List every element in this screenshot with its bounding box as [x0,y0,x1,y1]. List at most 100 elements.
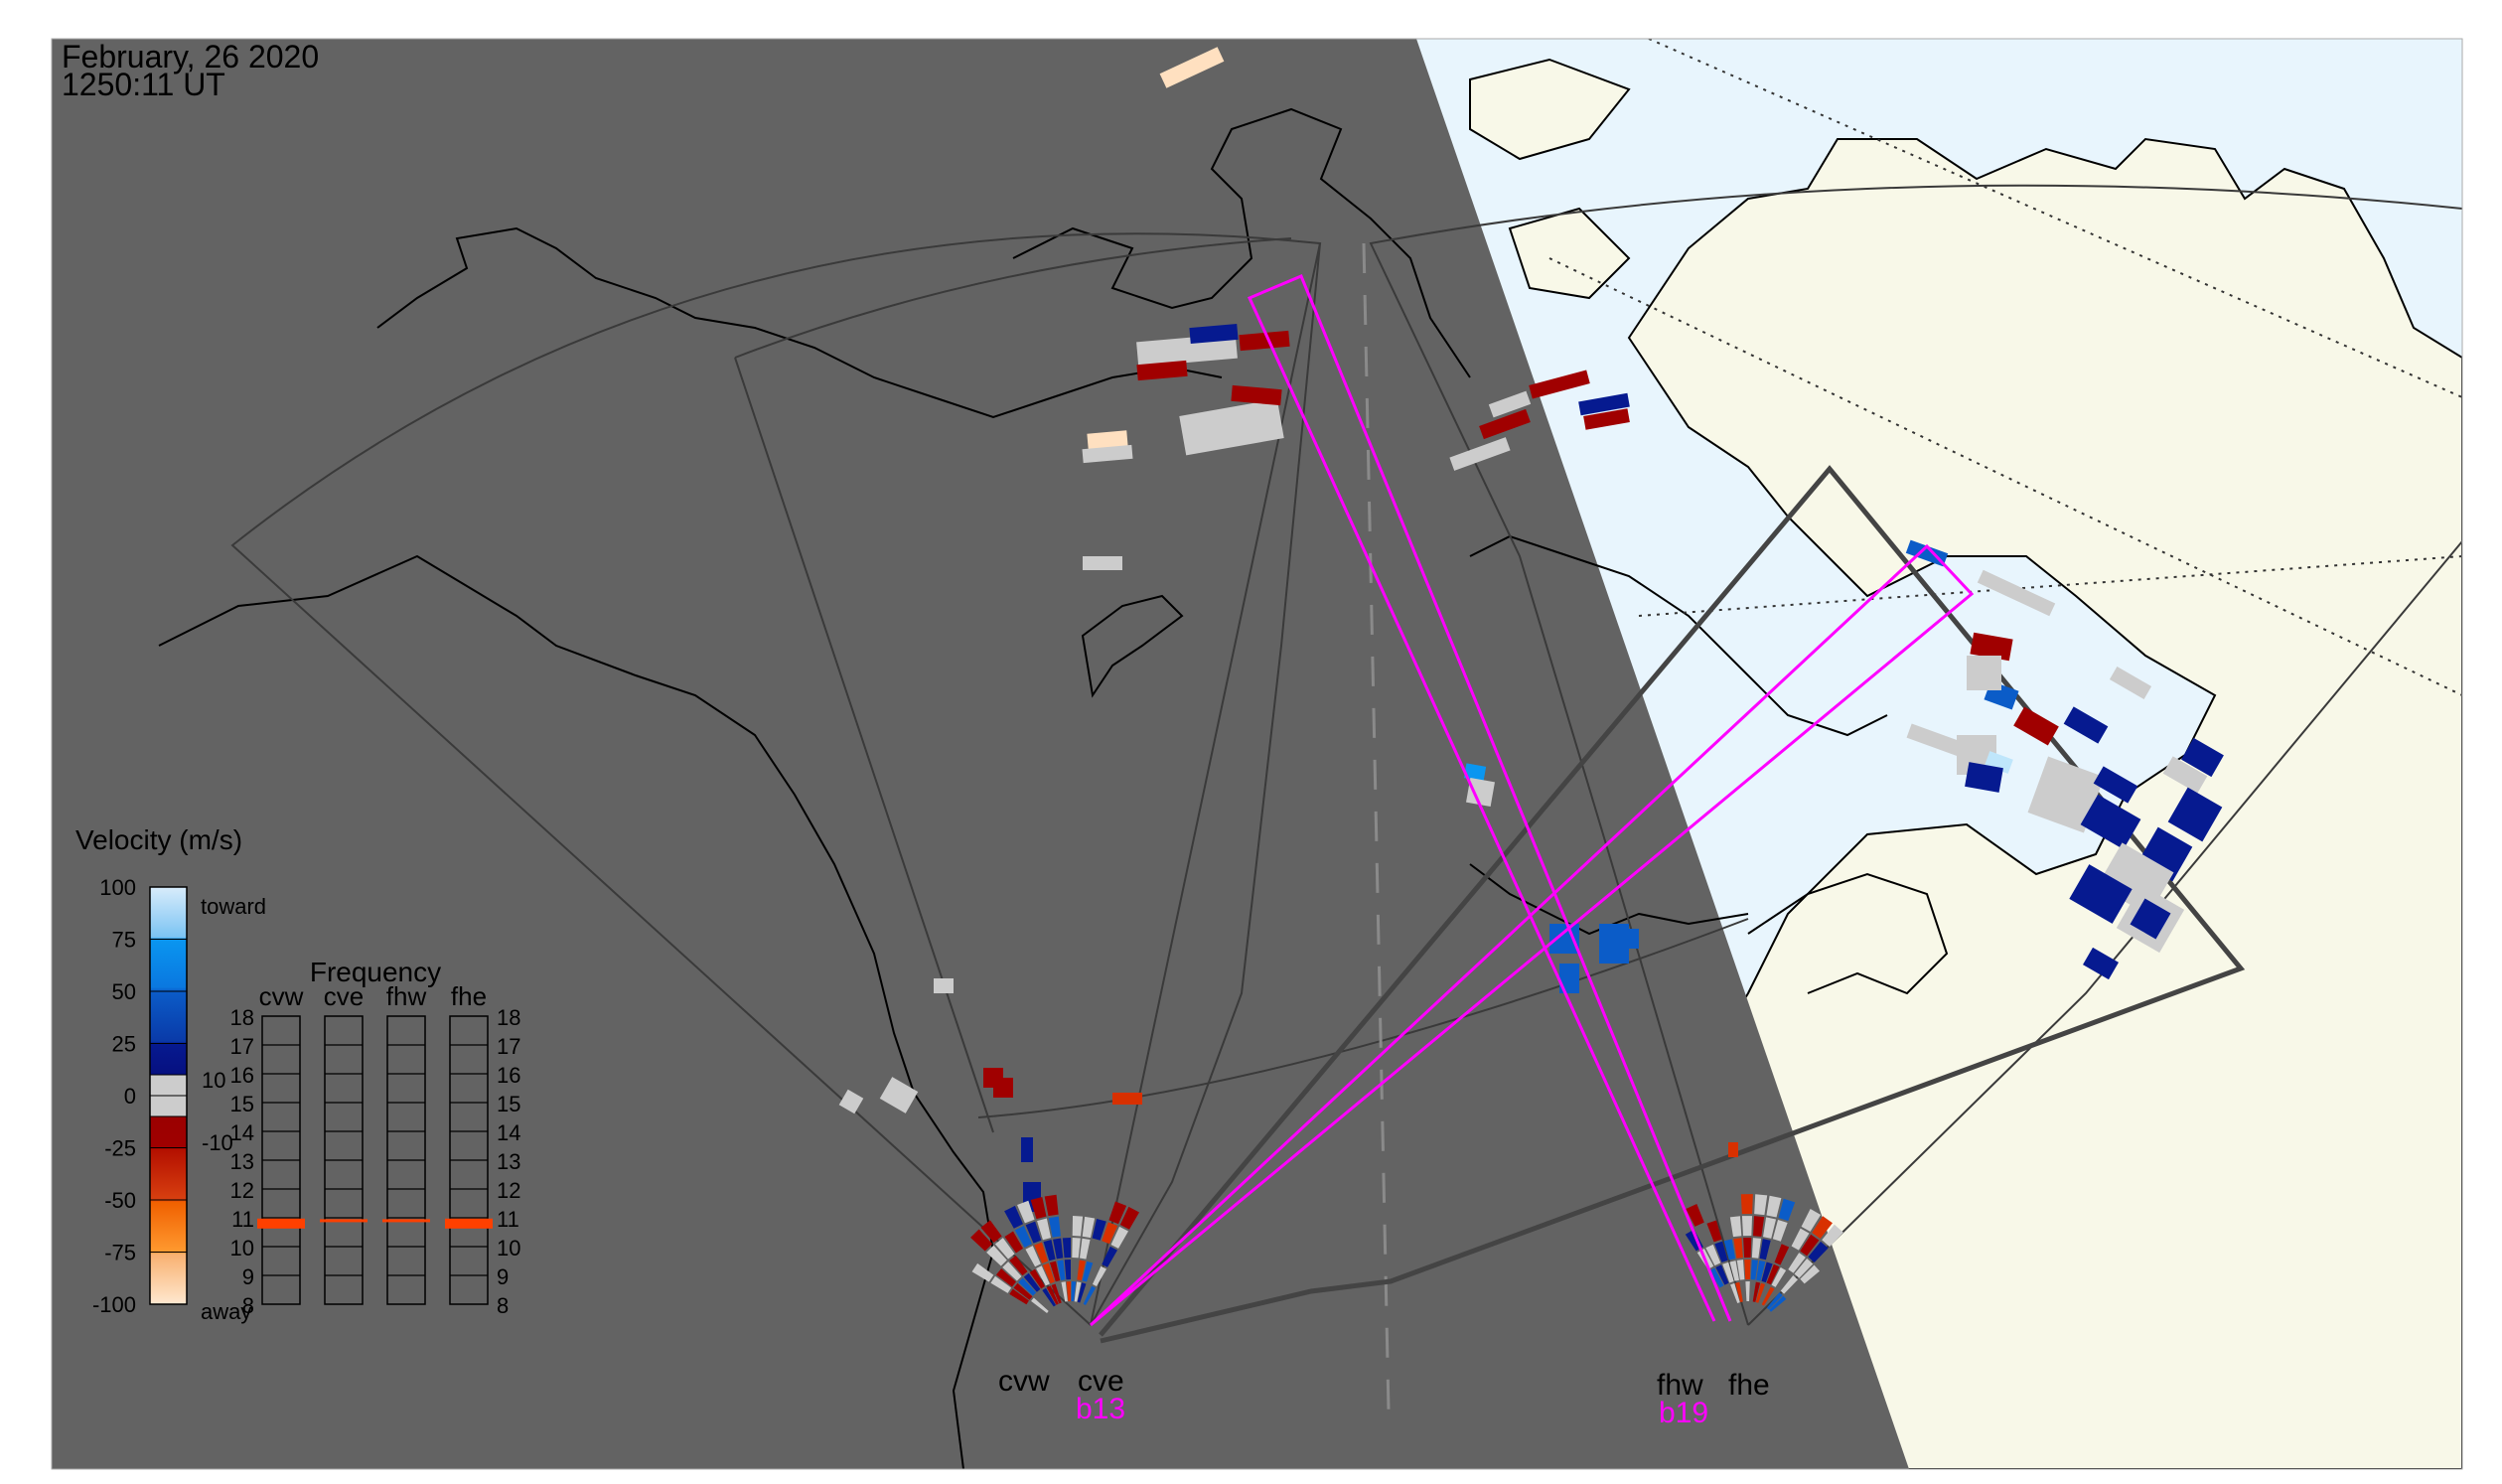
velocity-tick-label: 100 [99,875,136,900]
frequency-marker [320,1219,368,1223]
radar-echo-cell [1108,1201,1127,1225]
radar-echo-cell [1002,1261,1022,1281]
radar-echo-cell [990,1275,1012,1293]
radar-label-fhw: fhw [1657,1369,1703,1402]
radar-echo-cell [1751,1238,1762,1259]
radar-echo-cell [1977,569,2056,617]
coastline-island [1081,594,1184,698]
radar-echo-cell [1017,1200,1035,1224]
radar-echo-cell [1072,1238,1081,1259]
radar-echo-cell [1744,1260,1751,1280]
frequency-tick-left: 12 [230,1178,254,1203]
radar-echo-cell [1083,1285,1096,1306]
radar-echo-cell [1025,1221,1042,1244]
radar-echo-cell [1023,1272,1041,1292]
radar-echo-cell [1772,1219,1788,1242]
radar-echo-cell [1808,1241,1829,1262]
radar-echo-cell [1788,1253,1806,1273]
radar-echo-cell [934,978,954,993]
frequency-tick-left: 13 [230,1149,254,1174]
radar-echo-cell [1102,1246,1117,1267]
frequency-tick-right: 15 [497,1092,520,1116]
radar-echo-cell [1092,1265,1106,1286]
radar-echo-cell [1559,964,1579,993]
radar-echo-cell [1488,390,1532,418]
radar-echo-cell [980,1220,1002,1243]
beam-label-b13: b13 [1076,1393,1125,1425]
radar-echo-cell [1735,1281,1743,1303]
radar-echo-cell [1578,392,1630,416]
frequency-tick-left: 9 [242,1264,254,1289]
frequency-tick-left: 15 [230,1092,254,1116]
radar-echo-cell [2130,898,2171,940]
radar-echo-cell [1077,1260,1086,1281]
fov-boundary-thick [1099,465,2246,1344]
radar-echo-cell [2013,706,2059,746]
radar-echo-cell [1706,1220,1722,1243]
radar-echo-cell [1231,384,1282,406]
frequency-column-label: cvw [259,981,304,1011]
radar-echo-cell [1102,1222,1118,1245]
radar-echo-cell [1743,1238,1752,1259]
radar-echo-cell [1077,1282,1087,1303]
radar-echo-cell [1463,763,1487,782]
radar-echo-cell [1119,1206,1139,1230]
radar-echo-cell [1034,1242,1049,1263]
frequency-tick-right: 11 [497,1207,519,1232]
radar-echo-cell [1723,1239,1736,1261]
radar-echo-cell [1906,723,1978,762]
radar-echo-cell [1062,1238,1071,1259]
radar-echo-cell [1741,1216,1753,1237]
radar-echo-cell [1042,1262,1055,1284]
frequency-tick-right: 10 [497,1236,520,1261]
velocity-tick-label: 0 [124,1084,136,1109]
radar-echo-cell [1083,556,1122,570]
radar-echo-cell [1745,1281,1750,1302]
radar-echo-cell [1752,1281,1761,1302]
map-frame [52,39,2462,1469]
radar-echo-cell [1759,1239,1771,1261]
coastline-gulf [1469,863,1749,936]
radar-echo-cell [1728,1142,1738,1157]
radar-echo-cell [1009,1288,1029,1305]
radar-echo-cell [1755,1282,1766,1303]
frequency-column-label: fhw [386,981,427,1011]
time-label: 1250:11 UT [62,67,225,102]
velocity-tick-label: 25 [112,1032,136,1057]
radar-echo-cell [1529,370,1590,399]
radar-label-fhe: fhe [1728,1369,1770,1402]
radar-echo-cell [2167,787,2223,842]
coastline-great-lakes [1747,872,1949,995]
fov-cve [1090,242,1321,1326]
radar-echo-cell [2080,794,2141,850]
radar-echo-cell [1004,1205,1024,1229]
radar-echo-cell [1708,1267,1724,1288]
velocity-legend-title: Velocity (m/s) [75,824,242,855]
radar-echo-cell [1778,1198,1796,1222]
velocity-tick-label: -50 [104,1188,136,1213]
radar-echo-cell [1049,1261,1061,1282]
radar-echo-cell [1053,1238,1064,1260]
radar-echo-cell [1800,1264,1821,1284]
radar-echo-cell [1082,444,1133,464]
radar-echo-cell [1018,1277,1037,1296]
fov-fhw [1369,184,2462,1326]
radar-echo-cell [1072,1216,1084,1237]
radar-echo-cell [1051,1283,1062,1304]
frequency-tick-left: 11 [231,1207,254,1232]
radar-echo-cell [1730,1282,1740,1303]
frequency-tick-left: 8 [242,1293,254,1318]
radar-echo-cell [2063,706,2109,744]
radar-echo-cell [1449,437,1511,471]
velocity-tick-label: -75 [104,1241,136,1265]
velocity-inner-tick: -10 [202,1130,233,1155]
radar-echo-cell [1766,1292,1783,1310]
radar-echo-cell [1043,1240,1056,1261]
radar-echo-cell [1004,1231,1023,1254]
radar-echo-cell [2109,667,2152,699]
magnetic-meridian-dashed [1362,242,1391,1411]
radar-echo-cell [1136,360,1188,381]
radar-echo-cell [2027,756,2105,833]
radar-echo-cell [1736,1260,1745,1280]
radar-echo-cell [2162,756,2208,794]
